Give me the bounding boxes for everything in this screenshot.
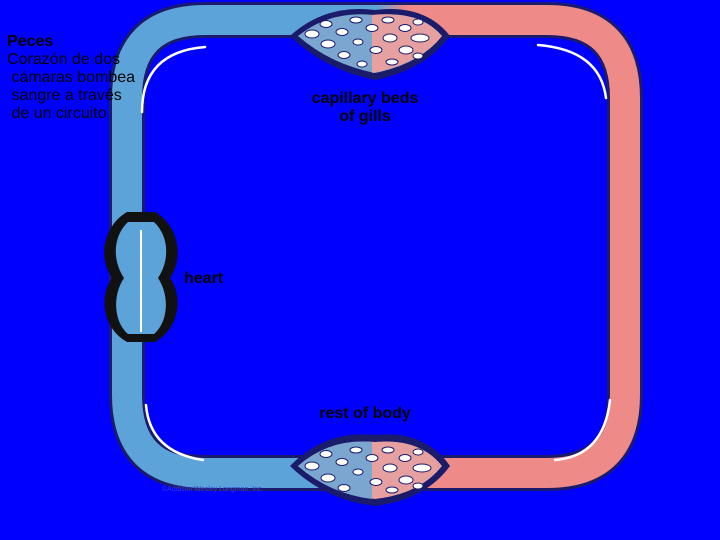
blood-vessel-loop bbox=[112, 5, 640, 488]
title-line: de un circuito bbox=[7, 105, 107, 122]
body-capillary-bed bbox=[290, 434, 450, 506]
copyright-credit: ©Addison Wesley Longman, Inc. bbox=[162, 486, 264, 493]
title-line: cámaras bombea bbox=[7, 69, 136, 86]
heart bbox=[104, 212, 178, 342]
gills-label-line: of gills bbox=[339, 108, 391, 125]
gills-label-line: capillary beds bbox=[311, 90, 419, 107]
title-line: sangre a través bbox=[7, 87, 122, 104]
title-line: Peces bbox=[7, 33, 54, 50]
body-label: rest of body bbox=[319, 405, 411, 422]
gills-label: capillary beds of gills bbox=[300, 90, 430, 126]
gill-capillary-bed bbox=[290, 9, 450, 81]
title-line: Corazón de dos bbox=[7, 51, 120, 68]
heart-label: heart bbox=[184, 270, 224, 287]
slide-title-block: Peces Corazón de dos cámaras bombea sang… bbox=[7, 33, 135, 123]
